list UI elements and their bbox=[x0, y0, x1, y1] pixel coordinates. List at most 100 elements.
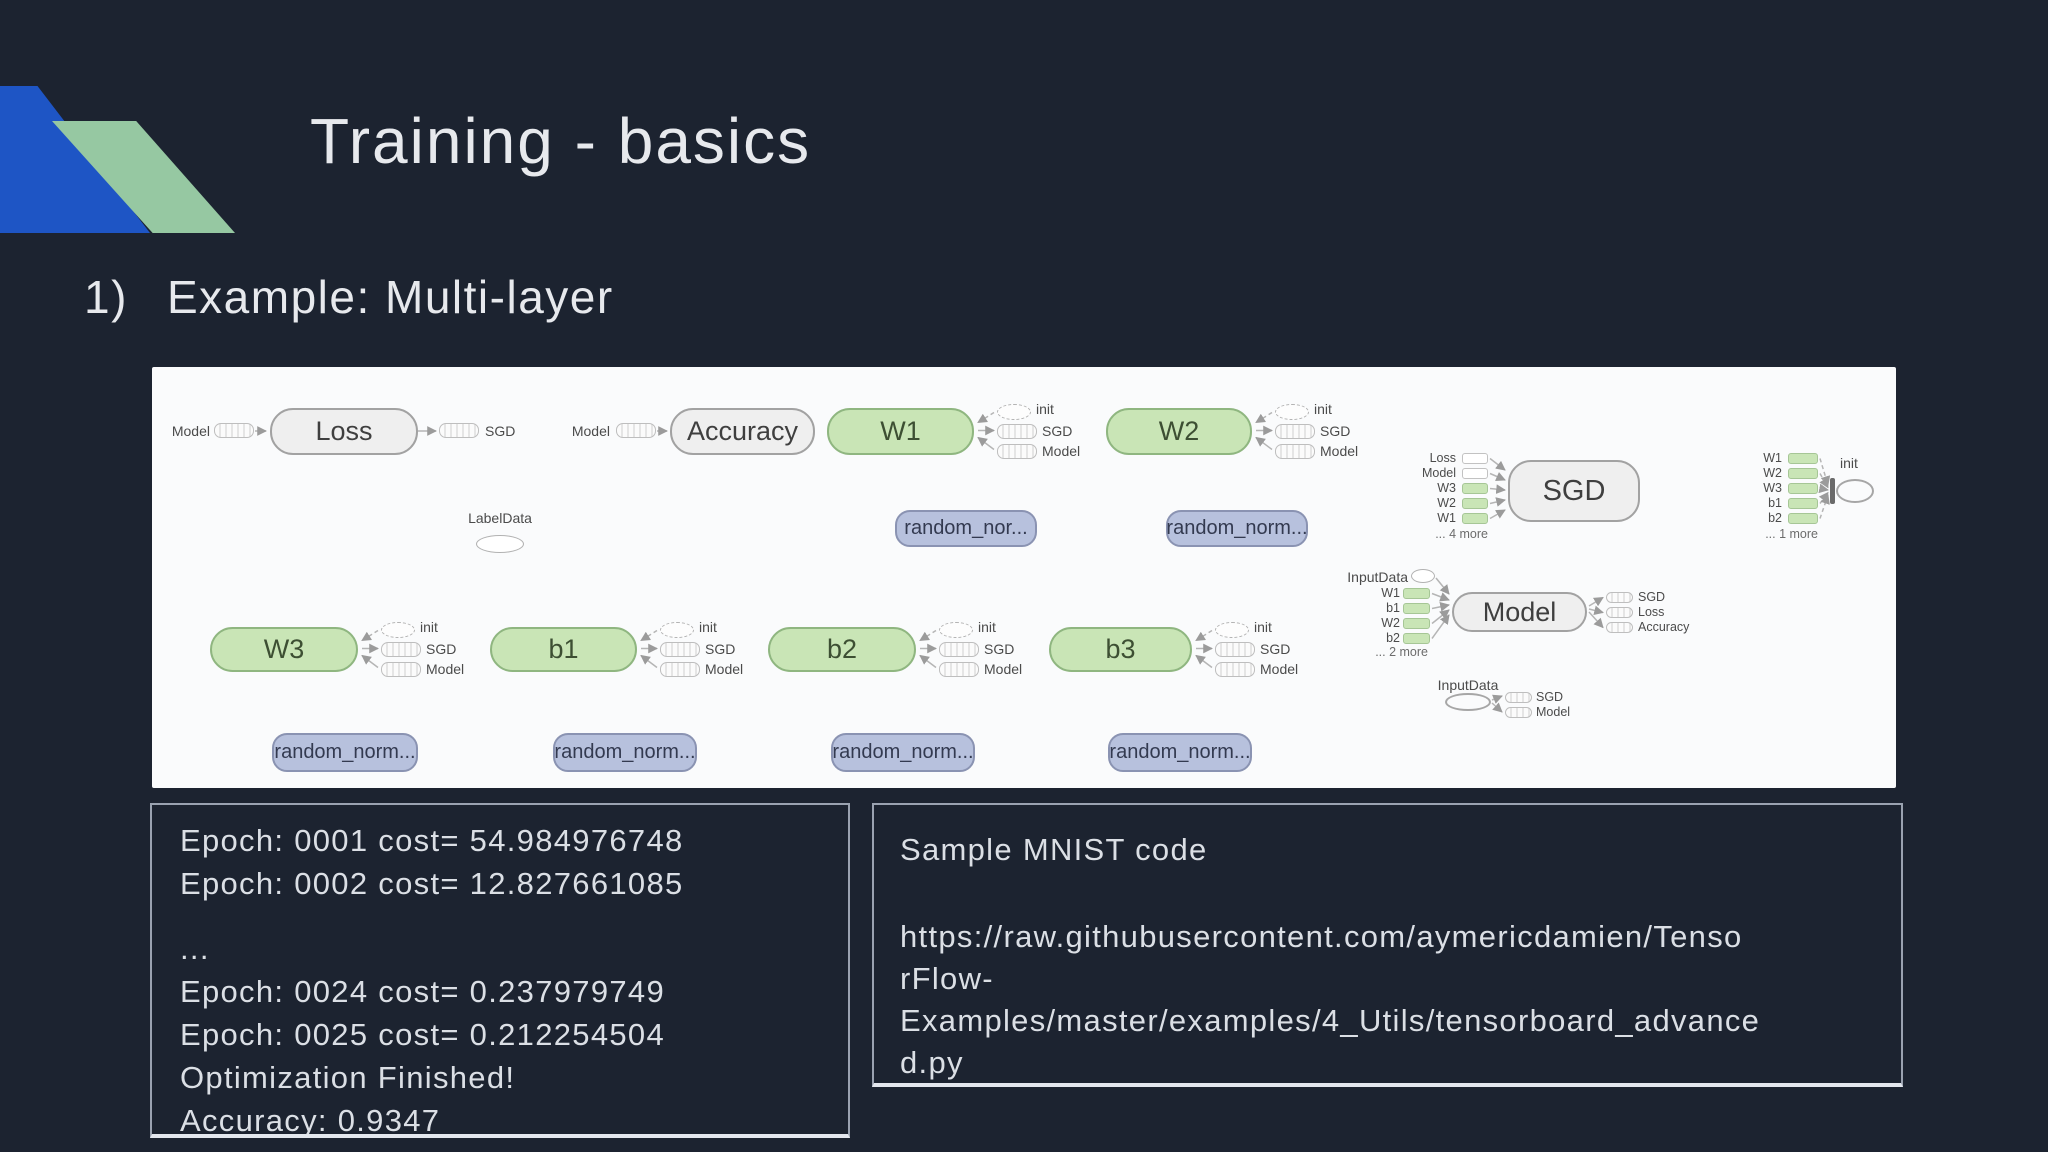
port-label-model: Model bbox=[426, 660, 465, 677]
graph-node-model: Model bbox=[1452, 592, 1587, 632]
port-label-model: Model bbox=[1260, 660, 1299, 677]
init-input-label: b2 bbox=[1768, 511, 1782, 525]
model-output-rect bbox=[1606, 622, 1633, 633]
port-rect-sgd bbox=[1275, 423, 1315, 439]
graph-node-w2: W2 bbox=[1106, 408, 1252, 455]
model-inputdata-label: InputData bbox=[1347, 569, 1408, 585]
init-input-label: W3 bbox=[1763, 481, 1782, 495]
port-rect-model bbox=[660, 661, 700, 677]
sample-code-title: Sample MNIST code bbox=[900, 832, 1208, 867]
sgd-input-rect bbox=[1462, 453, 1488, 464]
init-target-ellipse bbox=[1215, 621, 1249, 638]
sgd-input-label: W3 bbox=[1437, 481, 1456, 495]
sgd-input-label: Model bbox=[1421, 466, 1456, 480]
init-target-ellipse bbox=[1275, 403, 1309, 420]
console-line: Epoch: 0001 cost= 54.984976748 bbox=[180, 823, 684, 858]
graph-node-loss: Loss bbox=[270, 408, 418, 455]
port-label-init: init bbox=[699, 618, 717, 635]
model-output-label: Accuracy bbox=[1638, 620, 1690, 634]
port-rect-sgd bbox=[660, 641, 700, 657]
inputdata-label: InputData bbox=[1437, 677, 1499, 693]
port-label-model: Model bbox=[705, 660, 744, 677]
url-line[interactable]: Examples/master/examples/4_Utils/tensorb… bbox=[900, 1003, 1761, 1038]
port-label-init: init bbox=[1254, 618, 1272, 635]
sgd-input-label: W1 bbox=[1437, 511, 1456, 525]
port-rect-model bbox=[1275, 443, 1315, 459]
init-target-ellipse bbox=[997, 403, 1031, 420]
console-line: Optimization Finished! bbox=[180, 1060, 516, 1095]
model-output-label: Loss bbox=[1638, 605, 1665, 619]
sgd-input-rect bbox=[1462, 513, 1488, 524]
port-label-model: Model bbox=[1042, 442, 1081, 459]
graph-node-b1: b1 bbox=[490, 627, 637, 672]
port-label-sgd: SGD bbox=[705, 640, 736, 657]
model-input-label: b2 bbox=[1386, 631, 1400, 645]
port-rect-model bbox=[381, 661, 421, 677]
sample-code-url[interactable]: https://raw.githubusercontent.com/aymeri… bbox=[900, 916, 1881, 1083]
model-input-rect bbox=[1403, 633, 1430, 644]
inputdata-output-rect bbox=[1505, 692, 1532, 703]
inputdata-output-label: SGD bbox=[1536, 690, 1564, 704]
url-line[interactable]: d.py bbox=[900, 1045, 964, 1080]
init-target-ellipse bbox=[660, 621, 694, 638]
port-rect-sgd bbox=[1215, 641, 1255, 657]
graph-node-sgd: SGD bbox=[1508, 460, 1640, 522]
port-label-sgd: SGD bbox=[984, 640, 1015, 657]
init-node-bar bbox=[1830, 478, 1835, 504]
graph-node-w1: W1 bbox=[827, 408, 974, 455]
port-label-sgd: SGD bbox=[426, 640, 457, 657]
code-box-spacer bbox=[900, 871, 1881, 916]
port-label-model: Model bbox=[1320, 442, 1359, 459]
graph-node-random-normal: random_norm... bbox=[831, 733, 975, 772]
graph-node-random-normal: random_norm... bbox=[553, 733, 697, 772]
graph-node-w3: W3 bbox=[210, 627, 358, 672]
graph-edges bbox=[255, 411, 1831, 713]
console-line: ... bbox=[180, 931, 210, 966]
port-rect-sgd-out bbox=[439, 423, 479, 438]
sgd-input-rect bbox=[1462, 498, 1488, 509]
init-cluster-label: init bbox=[1840, 455, 1858, 471]
init-input-label: W1 bbox=[1763, 451, 1782, 465]
labeldata-label: LabelData bbox=[468, 510, 532, 526]
init-input-label: W2 bbox=[1763, 466, 1782, 480]
model-more-label: ... 2 more bbox=[1375, 645, 1428, 659]
sgd-input-rect bbox=[1462, 483, 1488, 494]
url-line[interactable]: https://raw.githubusercontent.com/aymeri… bbox=[900, 919, 1743, 954]
model-input-rect bbox=[1403, 603, 1430, 614]
sgd-input-rect bbox=[1462, 468, 1488, 479]
init-input-rect bbox=[1788, 498, 1818, 509]
port-rect-sgd bbox=[939, 641, 979, 657]
heading-text: Example: Multi-layer bbox=[167, 271, 614, 323]
model-input-rect bbox=[1403, 588, 1430, 599]
init-target-ellipse bbox=[381, 621, 415, 638]
port-label-model: Model bbox=[984, 660, 1023, 677]
graph-node-random-normal: random_norm... bbox=[1108, 733, 1252, 772]
edge-label-model-in2: Model bbox=[571, 423, 610, 439]
sample-code-box: Sample MNIST code https://raw.githubuser… bbox=[872, 803, 1903, 1087]
console-line bbox=[180, 905, 832, 927]
inputdata-output-label: Model bbox=[1536, 705, 1571, 719]
graph-node-random-normal-mid: random_nor... bbox=[895, 510, 1037, 547]
edge-label-sgd-out: SGD bbox=[485, 423, 516, 439]
port-rect-sgd bbox=[997, 423, 1037, 439]
model-output-rect bbox=[1606, 607, 1633, 618]
model-input-rect bbox=[1403, 618, 1430, 629]
sgd-more-label: ... 4 more bbox=[1435, 527, 1488, 541]
init-input-label: b1 bbox=[1768, 496, 1782, 510]
port-label-sgd: SGD bbox=[1320, 422, 1351, 439]
console-line: Epoch: 0002 cost= 12.827661085 bbox=[180, 866, 684, 901]
init-loop-ellipse bbox=[1836, 479, 1874, 503]
port-label-init: init bbox=[978, 618, 996, 635]
port-rect-model-in2 bbox=[616, 423, 656, 438]
model-output-label: SGD bbox=[1638, 590, 1666, 604]
url-line[interactable]: rFlow- bbox=[900, 961, 994, 996]
graph-node-b3: b3 bbox=[1049, 627, 1192, 672]
graph-node-b2: b2 bbox=[768, 627, 916, 672]
init-input-rect bbox=[1788, 468, 1818, 479]
model-input-label: W2 bbox=[1381, 616, 1400, 630]
port-label-init: init bbox=[420, 618, 438, 635]
graph-node-random-normal: random_norm... bbox=[272, 733, 418, 772]
